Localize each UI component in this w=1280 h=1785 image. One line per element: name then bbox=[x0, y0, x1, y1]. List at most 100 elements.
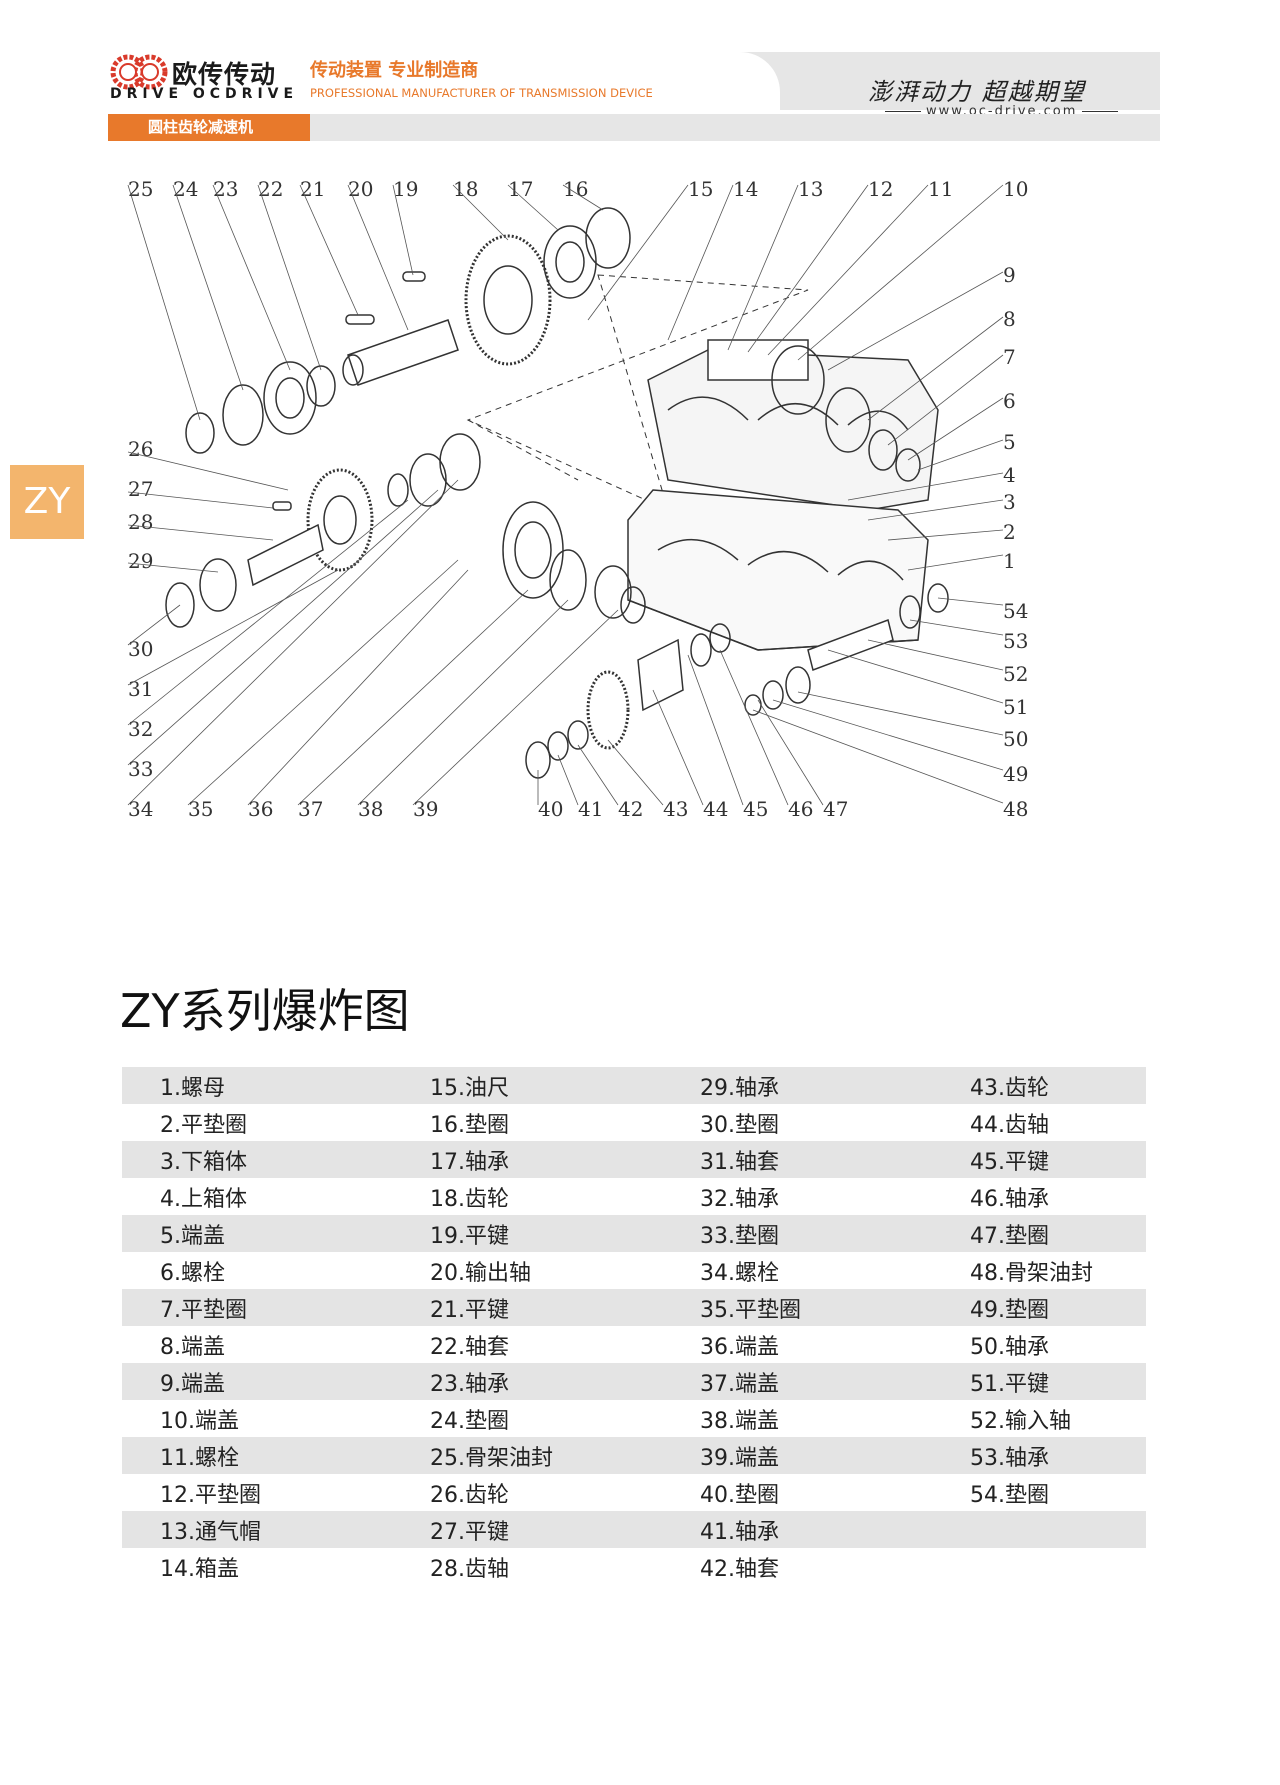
callout-label: 32 bbox=[128, 717, 153, 741]
part-entry: 21.平键 bbox=[430, 1297, 509, 1323]
callout-label: 20 bbox=[348, 180, 373, 201]
part-entry: 27.平键 bbox=[430, 1519, 509, 1545]
category-label: 圆柱齿轮减速机 bbox=[108, 114, 310, 141]
callout-label: 29 bbox=[128, 549, 153, 573]
part-entry: 32.轴承 bbox=[700, 1186, 779, 1212]
part-entry: 40.垫圈 bbox=[700, 1482, 779, 1508]
part-entry: 31.轴套 bbox=[700, 1149, 779, 1175]
part-entry: 4.上箱体 bbox=[160, 1186, 247, 1212]
table-row: 2.平垫圈 16.垫圈 30.垫圈 44.齿轴 bbox=[122, 1104, 1146, 1141]
part-entry: 1.螺母 bbox=[160, 1075, 225, 1101]
part-entry: 41.轴承 bbox=[700, 1519, 779, 1545]
callout-label: 43 bbox=[663, 797, 688, 821]
part-entry: 54.垫圈 bbox=[970, 1482, 1049, 1508]
part-entry: 38.端盖 bbox=[700, 1408, 779, 1434]
callout-label: 24 bbox=[173, 180, 198, 201]
callout-label: 5 bbox=[1003, 430, 1016, 454]
part-entry: 28.齿轴 bbox=[430, 1556, 509, 1582]
callout-label: 13 bbox=[798, 180, 823, 201]
callout-label: 19 bbox=[393, 180, 418, 201]
part-entry: 34.螺栓 bbox=[700, 1260, 779, 1286]
callout-label: 6 bbox=[1003, 389, 1016, 413]
category-bar bbox=[310, 114, 1160, 141]
callout-label: 54 bbox=[1003, 599, 1028, 623]
callout-label: 25 bbox=[128, 180, 153, 201]
callout-label: 18 bbox=[453, 180, 478, 201]
callout-label: 34 bbox=[128, 797, 153, 821]
callout-label: 9 bbox=[1003, 263, 1016, 287]
callout-label: 35 bbox=[188, 797, 213, 821]
part-entry: 33.垫圈 bbox=[700, 1223, 779, 1249]
callout-label: 49 bbox=[1003, 762, 1028, 786]
part-entry: 5.端盖 bbox=[160, 1223, 225, 1249]
callout-labels: 1234567891011121314151617181920212223242… bbox=[128, 180, 1028, 821]
callout-label: 22 bbox=[258, 180, 283, 201]
callout-label: 7 bbox=[1003, 345, 1016, 369]
diagram-drawing bbox=[127, 184, 1004, 806]
callout-label: 30 bbox=[128, 637, 153, 661]
part-entry: 51.平键 bbox=[970, 1371, 1049, 1397]
table-row: 9.端盖 23.轴承 37.端盖 51.平键 bbox=[122, 1363, 1146, 1400]
part-entry: 39.端盖 bbox=[700, 1445, 779, 1471]
part-entry: 20.输出轴 bbox=[430, 1260, 531, 1286]
callout-label: 38 bbox=[358, 797, 383, 821]
part-entry: 43.齿轮 bbox=[970, 1075, 1049, 1101]
table-row: 12.平垫圈 26.齿轮 40.垫圈 54.垫圈 bbox=[122, 1474, 1146, 1511]
part-entry: 12.平垫圈 bbox=[160, 1482, 261, 1508]
part-entry: 3.下箱体 bbox=[160, 1149, 247, 1175]
part-entry: 52.输入轴 bbox=[970, 1408, 1071, 1434]
callout-label: 16 bbox=[563, 180, 588, 201]
part-entry: 44.齿轴 bbox=[970, 1112, 1049, 1138]
slogan: 澎湃动力 超越期望 bbox=[868, 78, 1086, 106]
part-entry: 16.垫圈 bbox=[430, 1112, 509, 1138]
part-entry: 37.端盖 bbox=[700, 1371, 779, 1397]
part-entry: 23.轴承 bbox=[430, 1371, 509, 1397]
brand-name-en: DRIVE OCDRIVE bbox=[110, 86, 299, 102]
part-entry: 9.端盖 bbox=[160, 1371, 225, 1397]
exploded-diagram: 1234567891011121314151617181920212223242… bbox=[127, 180, 1028, 821]
section-title: ZY系列爆炸图 bbox=[120, 984, 410, 1038]
callout-label: 37 bbox=[298, 797, 323, 821]
callout-label: 53 bbox=[1003, 629, 1028, 653]
callout-label: 12 bbox=[868, 180, 893, 201]
part-entry: 26.齿轮 bbox=[430, 1482, 509, 1508]
callout-label: 50 bbox=[1003, 727, 1028, 751]
part-entry: 30.垫圈 bbox=[700, 1112, 779, 1138]
callout-label: 21 bbox=[300, 180, 325, 201]
callout-label: 28 bbox=[128, 510, 153, 534]
part-entry: 22.轴套 bbox=[430, 1334, 509, 1360]
callout-label: 17 bbox=[508, 180, 533, 201]
part-entry: 6.螺栓 bbox=[160, 1260, 225, 1286]
part-entry: 8.端盖 bbox=[160, 1334, 225, 1360]
part-entry: 7.平垫圈 bbox=[160, 1297, 247, 1323]
callout-label: 15 bbox=[688, 180, 713, 201]
part-entry: 10.端盖 bbox=[160, 1408, 239, 1434]
part-entry: 50.轴承 bbox=[970, 1334, 1049, 1360]
part-entry: 25.骨架油封 bbox=[430, 1445, 553, 1471]
callout-label: 3 bbox=[1003, 490, 1016, 514]
callout-label: 8 bbox=[1003, 307, 1016, 331]
part-entry: 18.齿轮 bbox=[430, 1186, 509, 1212]
part-entry: 45.平键 bbox=[970, 1149, 1049, 1175]
part-entry: 35.平垫圈 bbox=[700, 1297, 801, 1323]
part-entry: 2.平垫圈 bbox=[160, 1112, 247, 1138]
part-entry: 19.平键 bbox=[430, 1223, 509, 1249]
tagline-cn: 传动装置 专业制造商 bbox=[310, 60, 479, 81]
callout-label: 31 bbox=[128, 677, 153, 701]
header-left-panel bbox=[0, 52, 780, 110]
callout-label: 39 bbox=[413, 797, 438, 821]
callout-label: 11 bbox=[928, 180, 953, 201]
callout-label: 44 bbox=[703, 797, 728, 821]
callout-label: 45 bbox=[743, 797, 768, 821]
